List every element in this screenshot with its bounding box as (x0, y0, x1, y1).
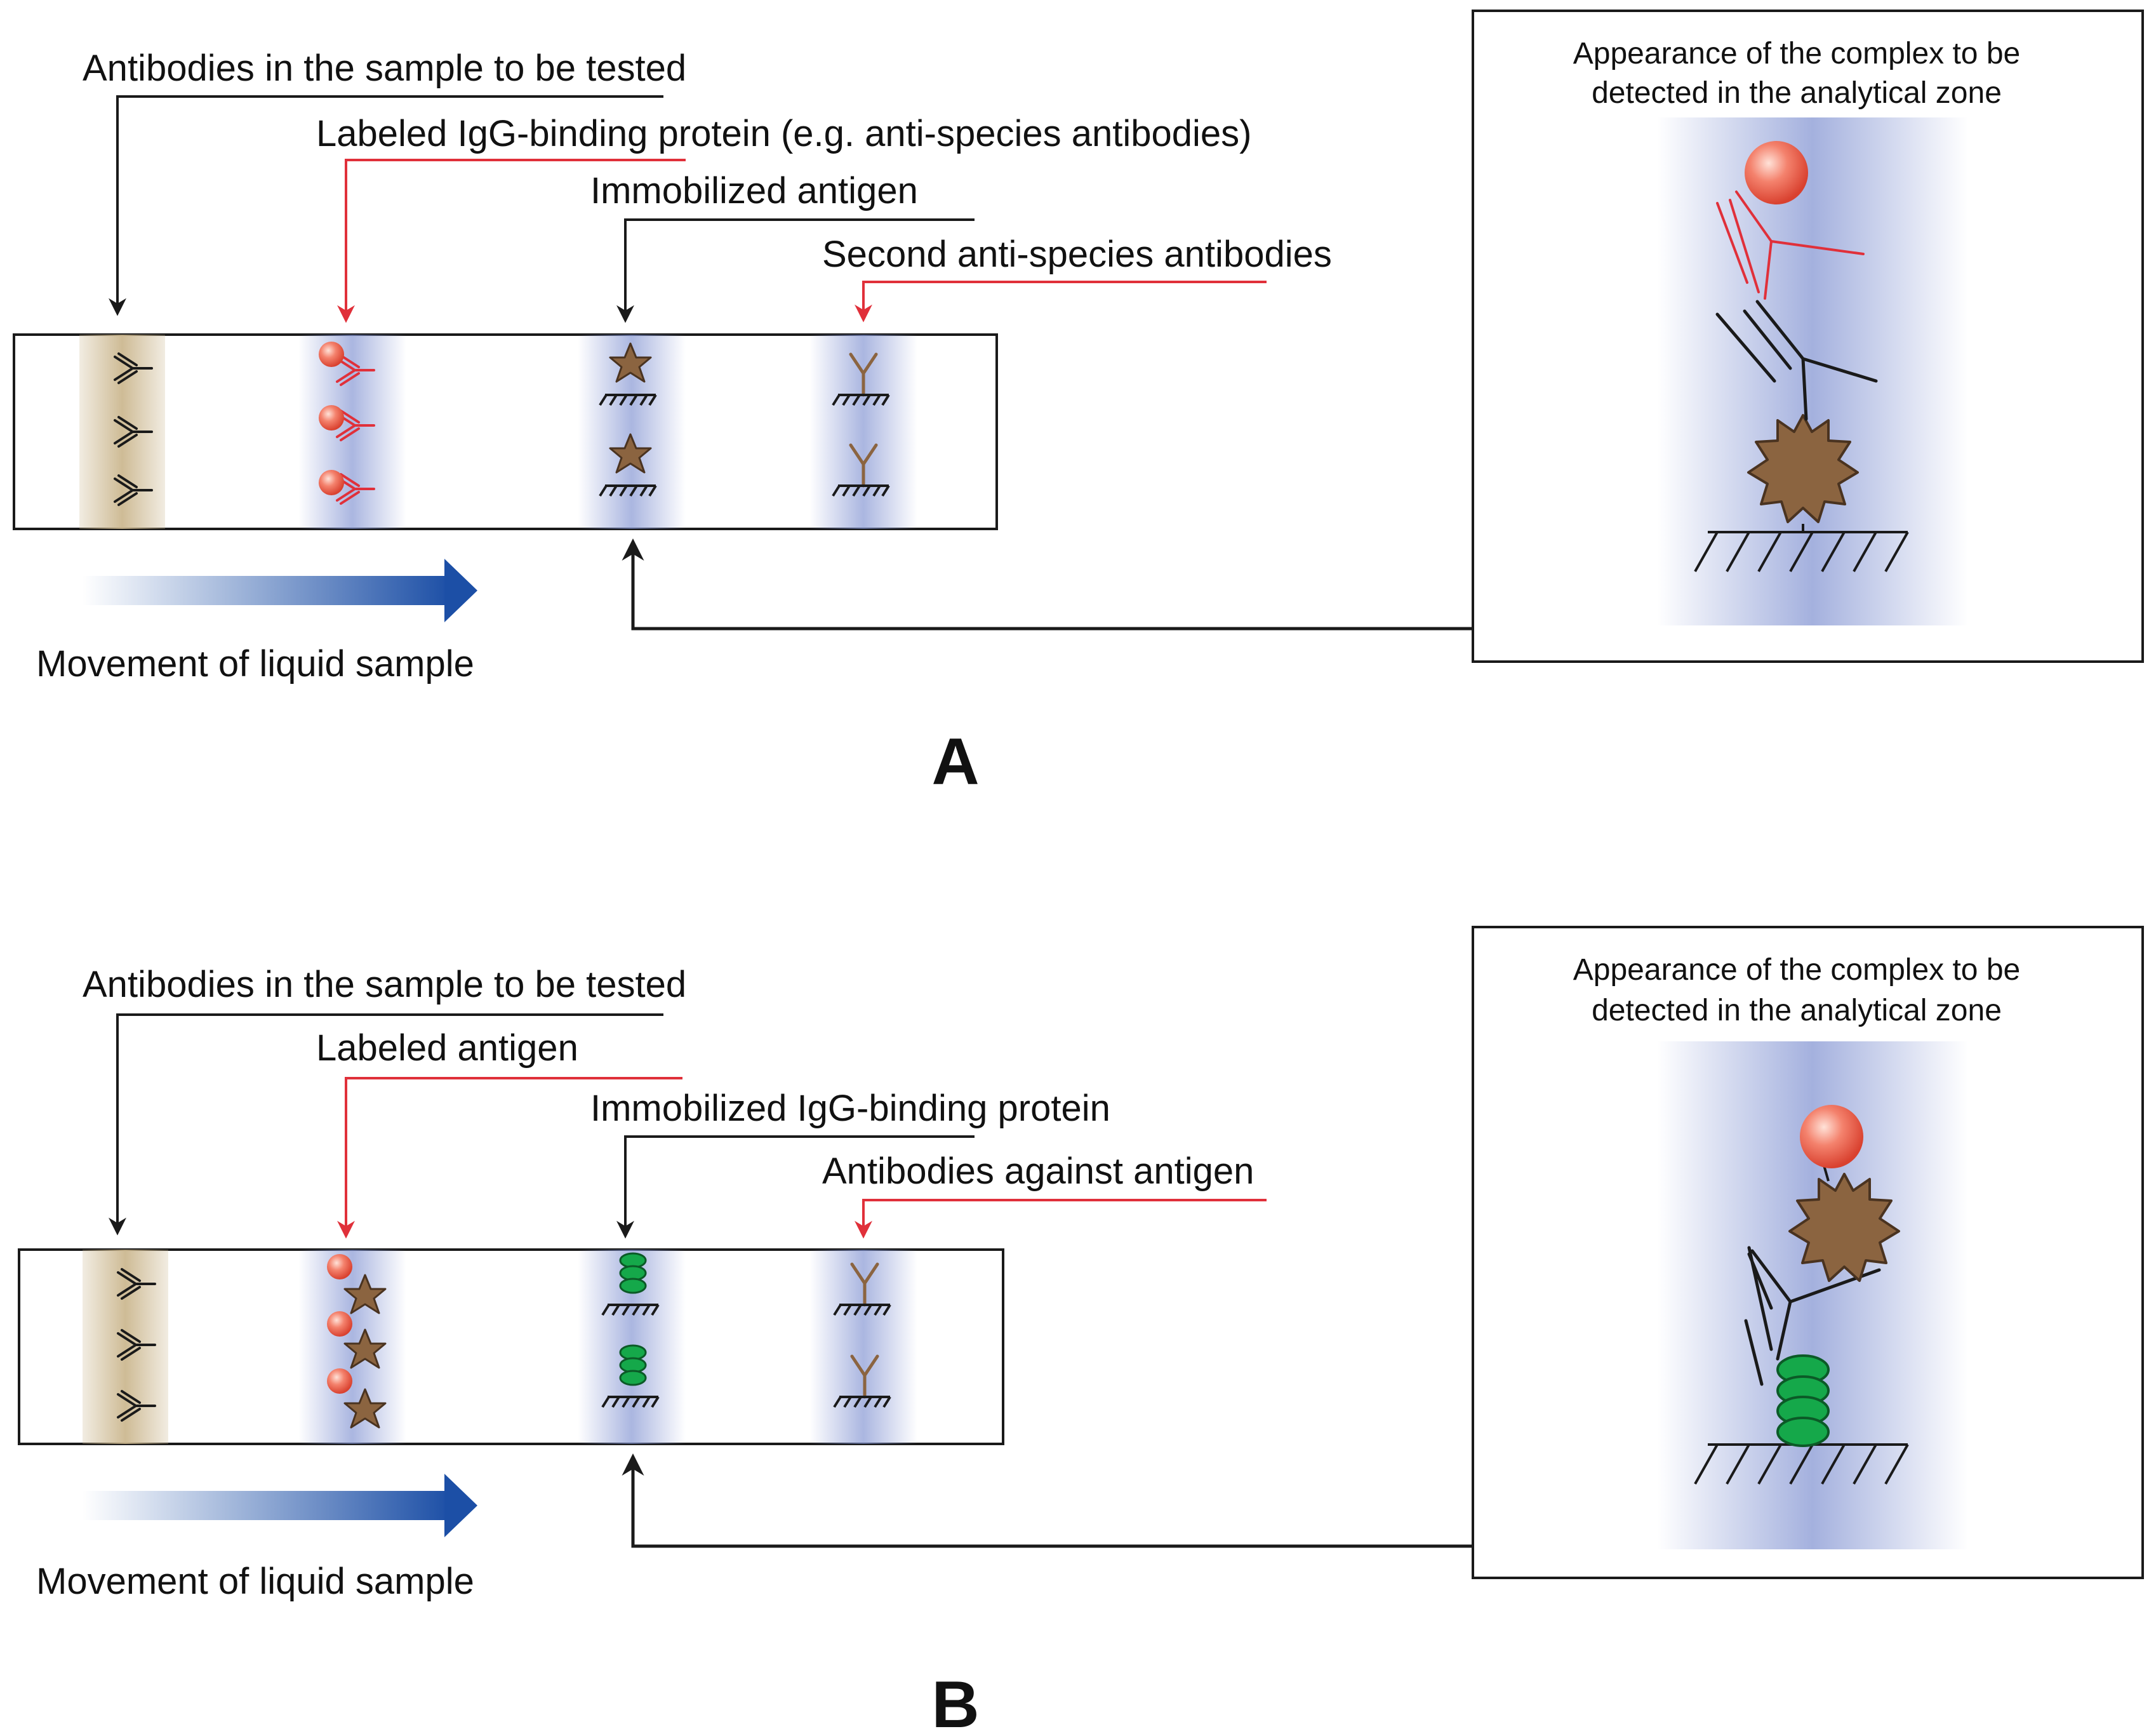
leader-sample-antibodies (109, 1013, 663, 1236)
label-test-line: Immobilized IgG-binding protein (590, 1088, 1110, 1129)
complex-title-line2: detected in the analytical zone (1592, 994, 2002, 1027)
flow-arrow (83, 559, 477, 622)
test-strip (18, 1248, 1004, 1445)
movement-label: Movement of liquid sample (36, 643, 474, 684)
sample-pad-zone (83, 1250, 168, 1444)
label-control-line: Antibodies against antigen (822, 1151, 1254, 1192)
leader-test-line (616, 1135, 975, 1239)
leader-sample-antibodies (109, 95, 663, 316)
complex-illustration (1694, 141, 1909, 572)
complex-title-line2: detected in the analytical zone (1592, 76, 2002, 110)
label-sample-antibodies: Antibodies in the sample to be tested (83, 964, 686, 1005)
connector-to-test-line (622, 538, 1473, 631)
label-sample-antibodies: Antibodies in the sample to be tested (83, 48, 686, 89)
leader-test-line (616, 218, 975, 323)
complex-title-line1: Appearance of the complex to be (1573, 37, 2020, 70)
label-conjugate: Labeled antigen (316, 1027, 578, 1069)
leader-control-line (855, 1199, 1267, 1239)
movement-label: Movement of liquid sample (36, 1561, 474, 1602)
panel-b: Antibodies in the sample to be tested La… (18, 926, 2144, 1736)
labeled-antigen-icons (327, 1254, 387, 1429)
label-test-line: Immobilized antigen (590, 170, 918, 211)
complex-title-line1: Appearance of the complex to be (1573, 953, 2020, 987)
complex-illustration (1694, 1105, 1909, 1485)
label-control-line: Second anti-species antibodies (822, 234, 1332, 275)
flow-arrow (83, 1474, 477, 1537)
control-line-zone (809, 335, 917, 529)
leader-control-line (855, 281, 1267, 323)
leader-conjugate (337, 159, 686, 323)
label-conjugate: Labeled IgG-binding protein (e.g. anti-s… (316, 113, 1251, 154)
leader-conjugate (337, 1077, 682, 1239)
analytical-zone-highlight (1657, 117, 1968, 625)
panel-letter-b: B (931, 1668, 979, 1736)
connector-to-test-line (622, 1453, 1473, 1548)
panel-a: Antibodies in the sample to be tested La… (13, 10, 2144, 799)
test-strip (13, 333, 998, 530)
panel-letter-a: A (931, 725, 979, 799)
labeled-conjugate-icons (319, 342, 375, 505)
immobilized-protein-icons (619, 1252, 647, 1386)
